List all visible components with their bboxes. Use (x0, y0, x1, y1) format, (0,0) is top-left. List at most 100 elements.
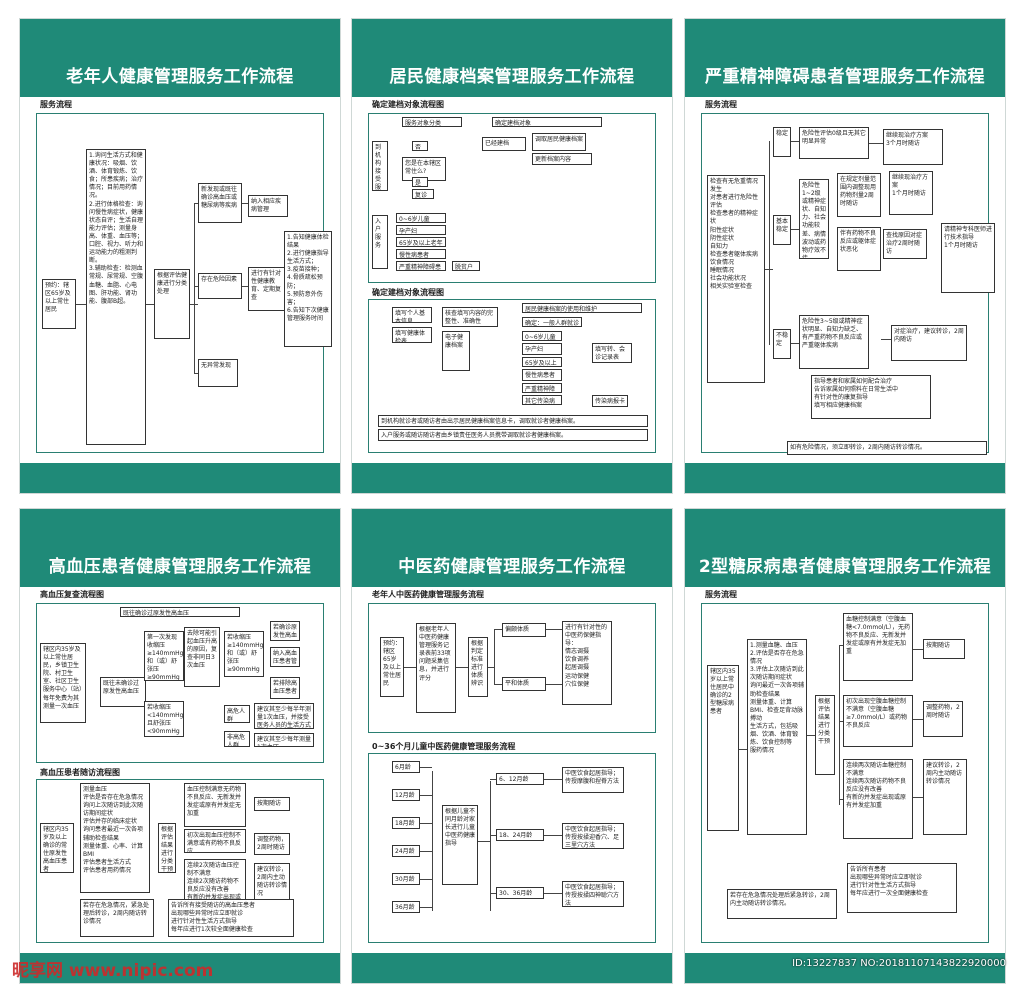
section-title: 老年人中医药健康管理服务流程 (372, 590, 484, 599)
flow-box: 已经建档 (482, 137, 526, 151)
connector-line (420, 907, 432, 908)
poster-title: 高血压患者健康管理服务工作流程 (48, 557, 312, 577)
flow-box: 若确诊原发性高血压 (270, 621, 300, 641)
flow-box: 既往确诊过原发性高血压 (120, 607, 240, 617)
flow-box: 服务对象分类 (402, 117, 462, 127)
flow-box: 新发现或既往确诊高血压或糖尿病等疾病 (198, 183, 242, 223)
flow-frame (368, 753, 656, 943)
flow-box: 指导患者和家属如何配合治疗 告诉家属如何照料在日常生活中 有针对性的康复指导 填… (811, 375, 931, 419)
flow-box: 初次出现空腹血糖控制不满意（空腹血糖≥7.0mmol/L）或药物不良反应 (843, 695, 913, 747)
flow-box: 慢性病患者 (396, 249, 446, 259)
connector-line (839, 799, 843, 800)
flow-box: 平和体质 (502, 677, 546, 691)
section-title: 确定建档对象流程图 (372, 100, 444, 109)
connector-line (490, 835, 496, 836)
flow-box: 第一次发现收缩压≥140mmHg和（或）舒张压≥90mmHg (144, 631, 184, 681)
connector-line (194, 373, 198, 374)
watermark: 昵享网 www.nipic.com (12, 961, 214, 981)
flow-box: 传染病报卡 (592, 395, 628, 407)
poster-3: 严重精神障碍患者管理服务工作流程服务流程检查有无危重情况发生 对患者进行危险性评… (684, 18, 1006, 494)
flow-box: 确定建档对象 (492, 117, 602, 127)
flow-box: 根据评估结果进行分类干预 (815, 695, 835, 775)
flow-box: 按期随访 (254, 797, 290, 811)
flow-box: 0~6岁儿童 (396, 213, 446, 223)
flow-box: 血压控制满意无药物不良反应、无新发并发症或原有并发症无加重 (184, 783, 246, 827)
flow-box: 进行有针对性健康教育、定期复查 (248, 267, 288, 311)
connector-line (881, 339, 891, 340)
flow-area: 辖区内35岁及以上确诊的常住原发性高血压患者测量血压 评估是否存在危急情况 询问… (40, 783, 322, 941)
flowchart-panel: 确定建档对象流程图服务对象分类确定建档对象到机构接受服务的居民您是在本辖区常住么… (368, 100, 656, 453)
flow-box: 到机构接受服务的居民 (372, 141, 388, 191)
flow-box: 如有危险情况，须立即转诊，2周内随访转诊情况。 (787, 441, 987, 455)
flow-box: 稳定 (773, 127, 791, 157)
connector-line (913, 797, 923, 798)
connector-line (546, 629, 562, 630)
flow-box: 慢性病患者 (522, 369, 562, 381)
bottom-band (685, 953, 1005, 983)
connector-line (420, 767, 432, 768)
flow-box: 36月龄 (392, 901, 420, 913)
connector-line (194, 203, 198, 204)
image-id: ID:13227837 NO:20181107143822920000 (792, 958, 1006, 969)
connector-line (242, 203, 248, 204)
flow-box: 中医饮食起居指导；传授按揉四神聪穴方法 (562, 881, 624, 907)
flow-box: 辖区内35岁以上常住居民中确诊的2型糖尿病患者 (707, 665, 739, 831)
title-band: 老年人健康管理服务工作流程 (20, 19, 340, 97)
flow-box: 建议其至少每半年测量1次血压，并接受医务人员的生活方式指导 (254, 703, 314, 729)
flow-area: 预约：辖区65岁及以上常住居民根据老年人中医药健康管理服务记录表前33项问题采集… (372, 607, 654, 729)
flow-box: 严重精神障碍患者 (396, 261, 446, 271)
flow-box: 电子健康档案 (442, 331, 470, 371)
flowchart-panel: 服务流程检查有无危重情况发生 对患者进行危险性评估 检查患者的精神症状 阳性症状… (701, 100, 995, 455)
flow-box: 否 (412, 141, 428, 151)
connector-line (76, 304, 86, 305)
flow-box: 纳入高血压患者管理 (270, 647, 300, 667)
flowchart-panel: 高血压复查流程图既往确诊过原发性高血压辖区内35岁及以上常住居民，乡镇卫生院、村… (36, 590, 324, 943)
flow-box: 入户服务或随访随访者由乡镇责任医务人员携带调取就诊者健康档案。 (378, 429, 648, 441)
flow-box: 若存在危急情况处理后紧急转诊，2周内主动随访转诊情况。 (727, 889, 837, 919)
poster-4: 高血压患者健康管理服务工作流程高血压复查流程图既往确诊过原发性高血压辖区内35岁… (19, 508, 341, 984)
section-title: 服务流程 (40, 100, 72, 109)
flow-box: 若排除高血压患者 (270, 677, 300, 699)
flow-box: 严重精神障碍患者 (522, 383, 562, 393)
flow-box: 告诉所有患者 出现哪些异常时应立即就诊 进行针对性生活方式指导 每年应进行一次全… (847, 863, 957, 913)
flow-box: 在规定剂量范围内调整现用药物剂量2周时随访 (837, 173, 881, 217)
flow-box: 请精神专科医师进行技术指导 1个月时随访 (941, 223, 995, 293)
connector-line (494, 684, 502, 685)
flow-box: 高危人群 (224, 705, 250, 723)
flow-box: 调整药物，2周时随访 (923, 701, 963, 737)
flow-box: 建议转诊，2周内主动随访转诊情况 (923, 759, 967, 835)
connector-line (194, 286, 198, 287)
flow-box: 填写健康体检表 (392, 327, 432, 343)
flow-box: 危险性3~5级或精神症状明显、自知力缺乏、有严重药物不良反应或严重躯体疾病 (799, 315, 869, 369)
flow-box: 居民健康档案的使用和维护 (522, 303, 642, 313)
flow-box: 辖区内35岁及以上确诊的常住原发性高血压患者 (40, 823, 74, 873)
flow-box: 非高危人群 (224, 731, 250, 747)
connector-line (488, 667, 494, 668)
section-title: 高血压患者随访流程图 (40, 768, 120, 777)
flow-box: 无异常发现 (198, 359, 238, 387)
poster-6: 2型糖尿病患者健康管理服务工作流程服务流程辖区内35岁以上常住居民中确诊的2型糖… (684, 508, 1006, 984)
flow-box: 1.告知健康体检结果 2.进行健康指导生活方式； 3.疫苗接种； 4.骨质疏松预… (284, 231, 332, 347)
flow-box: 危险性1~2级或精神症状、自知力、社会功能较差、病情波动或药物疗效不佳 (799, 179, 829, 259)
connector-line (490, 893, 496, 894)
flow-box: 其它传染病患者 (522, 395, 562, 405)
flow-frame (368, 603, 656, 733)
flow-box: 根据老年人中医药健康管理服务记录表前33项问题采集信息，并进行评分 (416, 623, 456, 713)
connector-line (194, 203, 195, 373)
title-band: 高血压患者健康管理服务工作流程 (20, 509, 340, 587)
flow-box: 预约：辖区65岁及以上常住居民 (42, 279, 76, 329)
flow-box: 危险性评估0级且无其它明显异常 (799, 127, 869, 159)
flow-frame (36, 779, 324, 943)
title-band: 2型糖尿病患者健康管理服务工作流程 (685, 509, 1005, 587)
section-title: 服务流程 (705, 590, 737, 599)
connector-line (420, 823, 432, 824)
connector-line (404, 667, 416, 668)
connector-line (913, 649, 923, 650)
poster-title: 2型糖尿病患者健康管理服务工作流程 (698, 557, 992, 577)
flowchart-panel: 老年人中医药健康管理服务流程预约：辖区65岁及以上常住居民根据老年人中医药健康管… (368, 590, 656, 943)
